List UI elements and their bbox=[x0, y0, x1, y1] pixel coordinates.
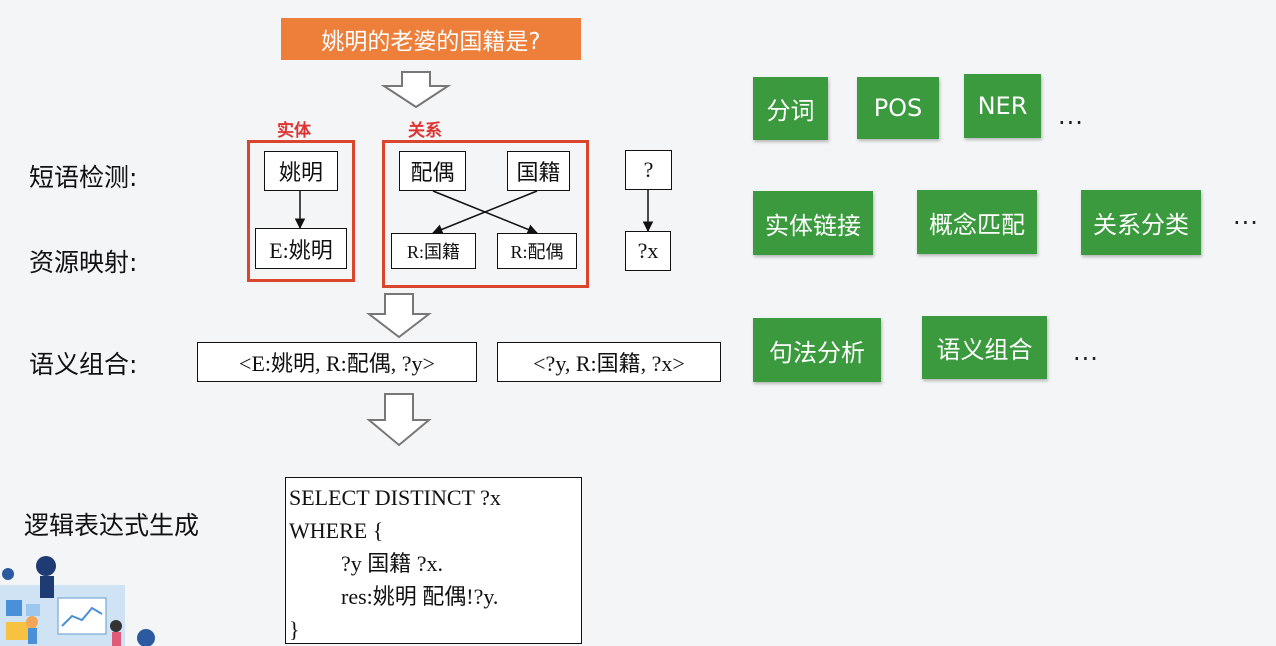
sparql-line: res:姚明 配偶!?y. bbox=[341, 584, 499, 609]
question-banner: 姚明的老婆的国籍是? bbox=[281, 18, 581, 60]
mapping-relation-a-box: R:国籍 bbox=[391, 233, 476, 269]
relation-group-label: 关系 bbox=[408, 121, 442, 141]
tag-concept-matching: 概念匹配 bbox=[917, 190, 1037, 254]
composition-box-1: <E:姚明, R:配偶, ?y> bbox=[197, 342, 477, 382]
tag-syntactic-parsing: 句法分析 bbox=[753, 318, 881, 382]
decorative-illustration bbox=[0, 556, 155, 646]
sparql-line: ?y 国籍 ?x. bbox=[341, 551, 444, 576]
sparql-query-box: SELECT DISTINCT ?x WHERE { ?y 国籍 ?x. res… bbox=[285, 477, 582, 644]
tag-pos: POS bbox=[857, 77, 939, 139]
phrase-entity-box: 姚明 bbox=[264, 151, 338, 191]
tag-entity-linking: 实体链接 bbox=[753, 191, 873, 255]
mapping-entity-box: E:姚明 bbox=[255, 228, 347, 269]
down-arrow-icon bbox=[366, 293, 432, 339]
down-arrow-icon bbox=[366, 393, 432, 447]
entity-group-label: 实体 bbox=[277, 121, 311, 141]
composition-box-2: <?y, R:国籍, ?x> bbox=[497, 342, 721, 382]
tag-relation-classification: 关系分类 bbox=[1081, 190, 1201, 255]
phrase-relation2-box: 国籍 bbox=[507, 151, 570, 191]
tag-semantic-composition: 语义组合 bbox=[922, 316, 1047, 379]
mapping-relation-b-box: R:配偶 bbox=[497, 233, 577, 269]
phrase-relation1-box: 配偶 bbox=[399, 151, 466, 191]
relation-group-box bbox=[382, 140, 589, 288]
down-arrow-icon bbox=[381, 71, 451, 109]
mapping-variable-box: ?x bbox=[625, 231, 671, 271]
entity-group-box bbox=[247, 140, 355, 282]
resource-mapping-label: 资源映射: bbox=[29, 248, 138, 277]
semantic-composition-label: 语义组合: bbox=[29, 350, 138, 379]
sparql-line: } bbox=[289, 617, 300, 642]
phrase-detection-label: 短语检测: bbox=[29, 163, 138, 192]
more-ellipsis: ... bbox=[1058, 102, 1084, 130]
more-ellipsis: ... bbox=[1233, 202, 1259, 230]
phrase-variable-box: ? bbox=[625, 150, 672, 190]
tag-word-segmentation: 分词 bbox=[753, 77, 828, 140]
tag-ner: NER bbox=[964, 74, 1041, 138]
more-ellipsis: ... bbox=[1073, 338, 1099, 366]
logical-form-label: 逻辑表达式生成 bbox=[24, 511, 200, 540]
sparql-line: SELECT DISTINCT ?x bbox=[289, 485, 501, 510]
sparql-line: WHERE { bbox=[289, 518, 384, 543]
